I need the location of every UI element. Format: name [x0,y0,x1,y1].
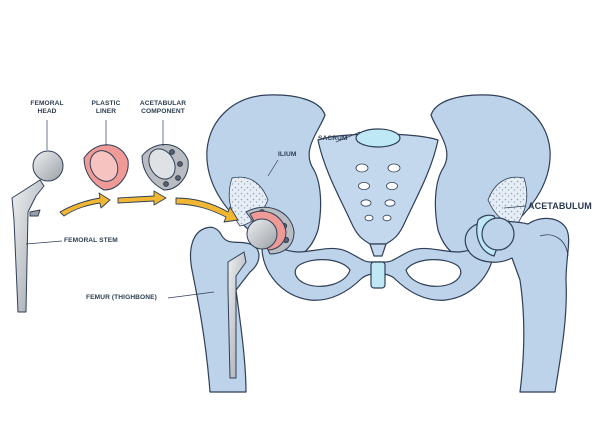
leader-lines [25,120,527,299]
sacrum-top [355,128,401,148]
label-femoral-head-line2: HEAD [37,108,57,115]
label-sacrum: SACRUM [318,135,348,142]
arrow-2 [117,190,167,206]
plastic-liner-implant [83,144,129,191]
obturator-foramen-left [294,259,351,287]
label-femoral-head: FEMORAL HEAD [24,100,70,116]
label-plastic-liner-line1: PLASTIC [91,100,121,107]
pubic-symphysis [370,261,386,289]
implanted-femoral-stem [227,251,247,379]
sacral-foramina [355,163,401,222]
acetabular-component-implant [141,144,189,191]
label-acetabular-component: ACETABULAR COMPONENT [132,100,194,116]
implanted-hip-joint [245,206,295,255]
femur-right [464,217,570,393]
label-femoral-stem: FEMORAL STEM [64,237,118,244]
arrow-3 [175,197,239,223]
label-ilium: ILIUM [278,151,297,158]
natural-femoral-head [481,217,515,251]
label-femoral-head-line1: FEMORAL [30,100,64,107]
label-femur: FEMUR (THIGHBONE) [86,294,157,301]
femoral-stem-implant [11,150,64,313]
label-plastic-liner: PLASTIC LINER [84,100,128,116]
arrow-1 [59,192,111,217]
femoral-head-ball [32,150,64,182]
femur-left [189,226,260,393]
label-acetabular-component-line2: COMPONENT [141,108,185,115]
assembly-arrows [59,190,239,223]
sacrum-bone [317,133,439,245]
label-acetabular-component-line1: ACETABULAR [139,100,187,107]
label-acetabulum: ACETABULUM [528,201,592,211]
label-plastic-liner-line2: LINER [95,108,117,115]
coccyx [369,243,387,257]
obturator-foramen-right [405,259,462,287]
